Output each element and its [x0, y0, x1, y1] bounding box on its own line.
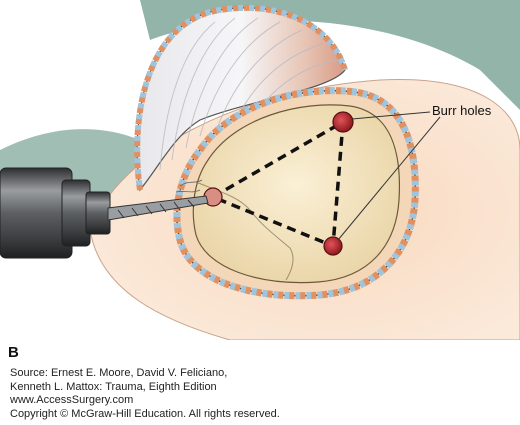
craniotomy-outline — [211, 120, 345, 248]
scalp-edge-stripes — [173, 87, 419, 300]
burr-hole-top — [332, 111, 354, 133]
surgical-illustration: Burr holes — [0, 0, 520, 340]
cranial-suture — [195, 181, 294, 281]
source-copyright: Copyright © McGraw-Hill Education. All r… — [10, 407, 280, 420]
burr-hole-bottom — [323, 236, 343, 256]
source-citation: Source: Ernest E. Moore, David V. Felici… — [10, 367, 280, 421]
label-leader-bottom — [337, 116, 441, 241]
exposed-bone — [192, 104, 401, 284]
source-authors: Source: Ernest E. Moore, David V. Felici… — [10, 367, 228, 379]
panel-letter: B — [8, 344, 19, 361]
background-drape — [140, 0, 520, 110]
source-website: www.AccessSurgery.com — [10, 394, 134, 406]
label-leader-top — [351, 111, 431, 120]
bone-dust — [175, 179, 203, 193]
burr-holes-label: Burr holes — [432, 103, 492, 118]
drill-icon — [0, 167, 209, 259]
source-book: Kenneth L. Mattox: Trauma, Eighth Editio… — [10, 380, 217, 393]
